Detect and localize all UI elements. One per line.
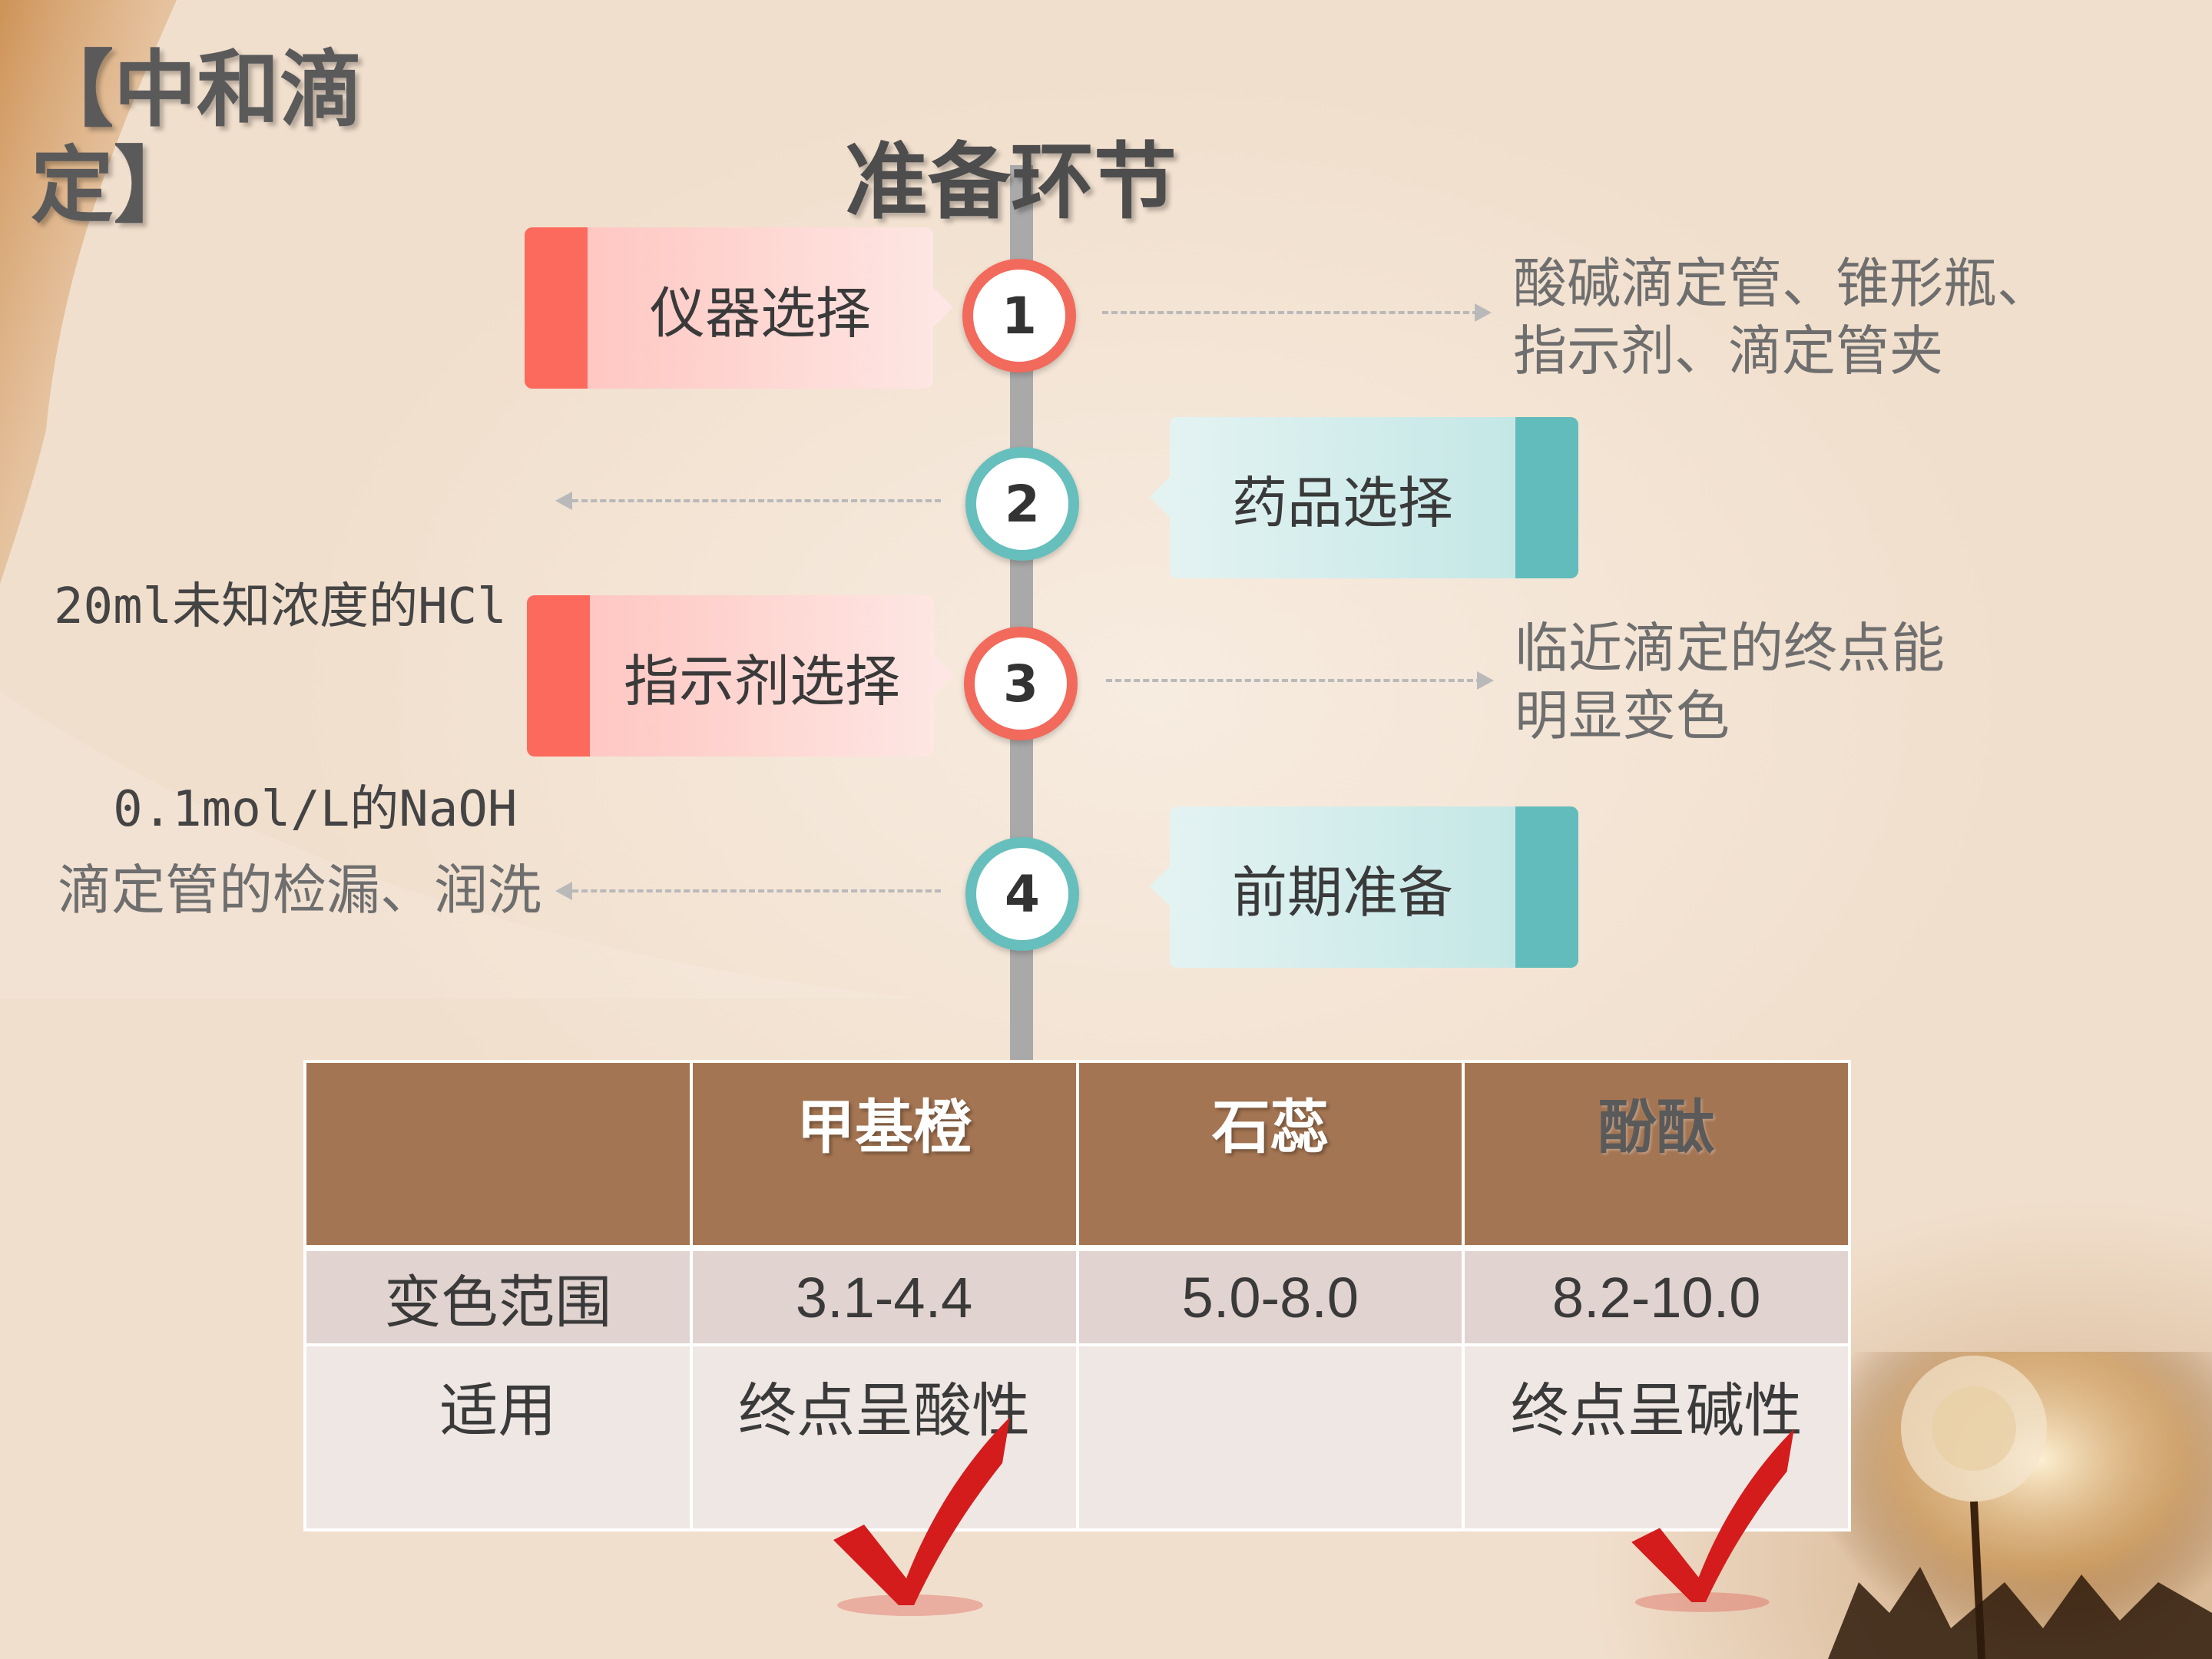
table-cell: 5.0-8.0 (1075, 1245, 1465, 1346)
dandelion-decoration (1828, 1352, 2212, 1659)
table-header-cell (303, 1060, 693, 1250)
step-4-number: 4 (1005, 864, 1040, 924)
step-1-description-line-1: 酸碱滴定管、锥形瓶、 (1513, 252, 2051, 315)
step-2-label: 药品选择 (1231, 470, 1453, 535)
step-3-connector (1106, 679, 1482, 682)
step-1-label: 仪器选择 (649, 280, 871, 346)
arrow-left-icon (555, 882, 572, 900)
step-4-circle: 4 (965, 837, 1079, 951)
arrow-right-icon (1477, 671, 1494, 690)
step-4-label: 前期准备 (1231, 859, 1453, 925)
step-3-description-line-1: 临近滴定的终点能 (1515, 617, 1945, 680)
slide-title: 【中和滴定】 (31, 42, 363, 234)
table-header-cell: 甲基橙 (689, 1060, 1079, 1250)
step-1-description-line-2: 指示剂、滴定管夹 (1513, 320, 1943, 382)
step-3-description-line-2: 明显变色 (1515, 684, 1730, 747)
step-3-description: 临近滴定的终点能 明显变色 (1515, 614, 1945, 750)
table-header-cell: 酚酞 (1462, 1060, 1851, 1250)
step-2-description-line-1: 20ml未知浓度的HCl (54, 578, 507, 635)
table-cell: 终点呈酸性 (689, 1343, 1079, 1532)
arrow-right-icon (1475, 303, 1492, 322)
step-2-description: 20ml未知浓度的HCl 0.1mol/L的NaOH (54, 438, 517, 911)
indicator-table: 甲基橙 石蕊 酚酞 变色范围 3.1-4.4 5.0-8.0 8.2-10.0 … (303, 1060, 1851, 1532)
step-2-description-line-2: 0.1mol/L的NaOH (54, 781, 518, 838)
step-2-connector (572, 499, 941, 502)
table-row: 变色范围 3.1-4.4 5.0-8.0 8.2-10.0 (303, 1245, 1851, 1346)
section-title: 准备环节 (845, 134, 1177, 230)
step-1-tab: 仪器选择 (525, 227, 953, 389)
arrow-left-icon (555, 492, 572, 510)
step-4-tab: 前期准备 (1150, 806, 1578, 968)
step-2-tab: 药品选择 (1150, 417, 1578, 578)
table-header-row: 甲基橙 石蕊 酚酞 (303, 1060, 1851, 1250)
step-1-number: 1 (1002, 286, 1037, 346)
table-header-cell: 石蕊 (1075, 1060, 1465, 1250)
step-1-connector (1102, 311, 1479, 314)
step-3-circle: 3 (964, 627, 1078, 740)
table-cell: 3.1-4.4 (689, 1245, 1079, 1346)
step-2-number: 2 (1005, 474, 1040, 534)
check-mark-icon (833, 1417, 1010, 1616)
step-4-description: 滴定管的检漏、润洗 (58, 856, 541, 924)
check-mark-icon (1631, 1429, 1794, 1612)
step-1-circle: 1 (962, 259, 1076, 373)
table-cell: 适用 (303, 1343, 693, 1532)
table-cell: 变色范围 (303, 1245, 693, 1346)
step-4-description-line-1: 滴定管的检漏、润洗 (58, 859, 541, 922)
table-cell: 终点呈碱性 (1462, 1343, 1851, 1532)
table-cell: 8.2-10.0 (1462, 1245, 1851, 1346)
table-cell (1075, 1343, 1465, 1532)
step-3-number: 3 (1003, 654, 1038, 714)
step-3-label: 指示剂选择 (623, 648, 900, 714)
step-4-connector (572, 889, 941, 892)
step-2-circle: 2 (965, 447, 1079, 561)
table-row: 适用 终点呈酸性 终点呈碱性 (303, 1343, 1851, 1532)
step-3-tab: 指示剂选择 (527, 595, 954, 757)
step-1-description: 酸碱滴定管、锥形瓶、 指示剂、滴定管夹 (1513, 250, 2051, 385)
